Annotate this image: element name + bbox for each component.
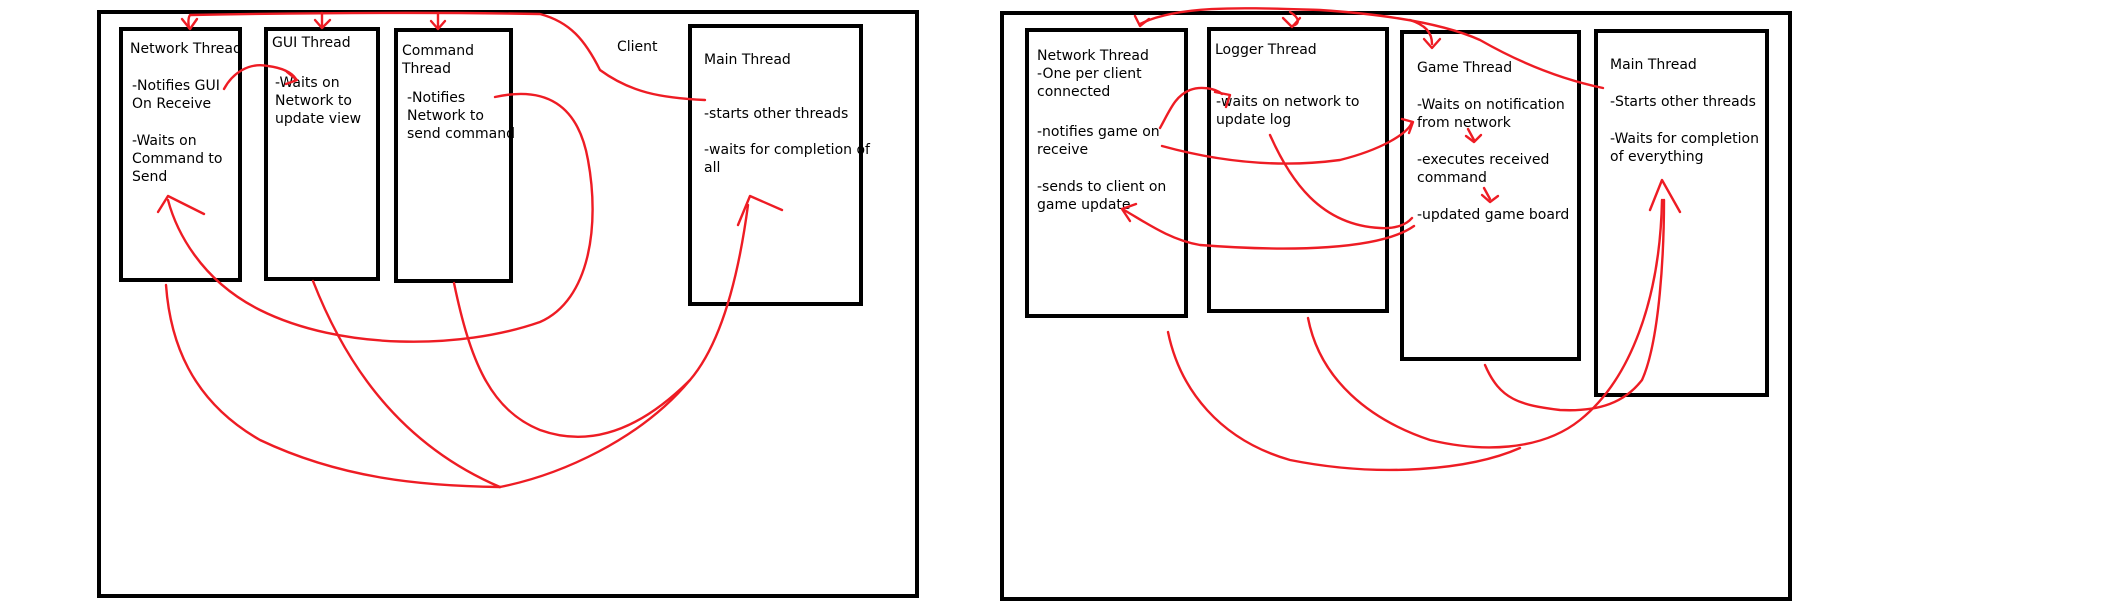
server-main-thread-title: Main Thread [1610, 57, 1697, 73]
server-game-thread-executes: -executes received command [1417, 152, 1550, 186]
client-network-thread-title: Network Thread [130, 41, 242, 57]
server-game-thread-updated: -updated game board [1417, 207, 1570, 223]
server-network-thread-one-per-client: -One per client connected [1037, 66, 1142, 100]
server-main-thread-waits: -Waits for completion of everything [1610, 131, 1759, 165]
client-label: Client [617, 39, 658, 55]
client-gui-thread-waits: -Waits on Network to update view [275, 75, 362, 127]
server-network-thread-sends: -sends to client on game update [1037, 179, 1167, 213]
client-command-thread-title: Command Thread [402, 43, 474, 77]
client-main-thread-title: Main Thread [704, 52, 791, 68]
client-gui-thread-title: GUI Thread [272, 35, 351, 51]
server-game-thread-box [1400, 30, 1581, 361]
client-main-thread-box [688, 24, 863, 306]
server-game-thread-waits: -Waits on notification from network [1417, 97, 1565, 131]
client-command-thread-notifies: -Notifies Network to send command [407, 90, 515, 142]
server-game-thread-title: Game Thread [1417, 60, 1513, 76]
server-logger-thread-box [1207, 27, 1389, 313]
client-gui-thread-box [264, 27, 380, 281]
client-network-thread-notifies: -Notifies GUI On Receive [132, 78, 220, 112]
server-network-thread-title: Network Thread [1037, 48, 1149, 64]
client-main-thread-starts: -starts other threads [704, 106, 849, 122]
client-network-thread-waits: -Waits on Command to Send [132, 133, 223, 185]
server-main-thread-box [1594, 29, 1769, 397]
server-logger-thread-waits: -waits on network to update log [1216, 94, 1360, 128]
client-main-thread-waits: -waits for completion of all [704, 142, 870, 176]
server-network-thread-notifies: -notifies game on receive [1037, 124, 1160, 158]
server-logger-thread-title: Logger Thread [1215, 42, 1317, 58]
server-main-thread-starts: -Starts other threads [1610, 94, 1756, 110]
